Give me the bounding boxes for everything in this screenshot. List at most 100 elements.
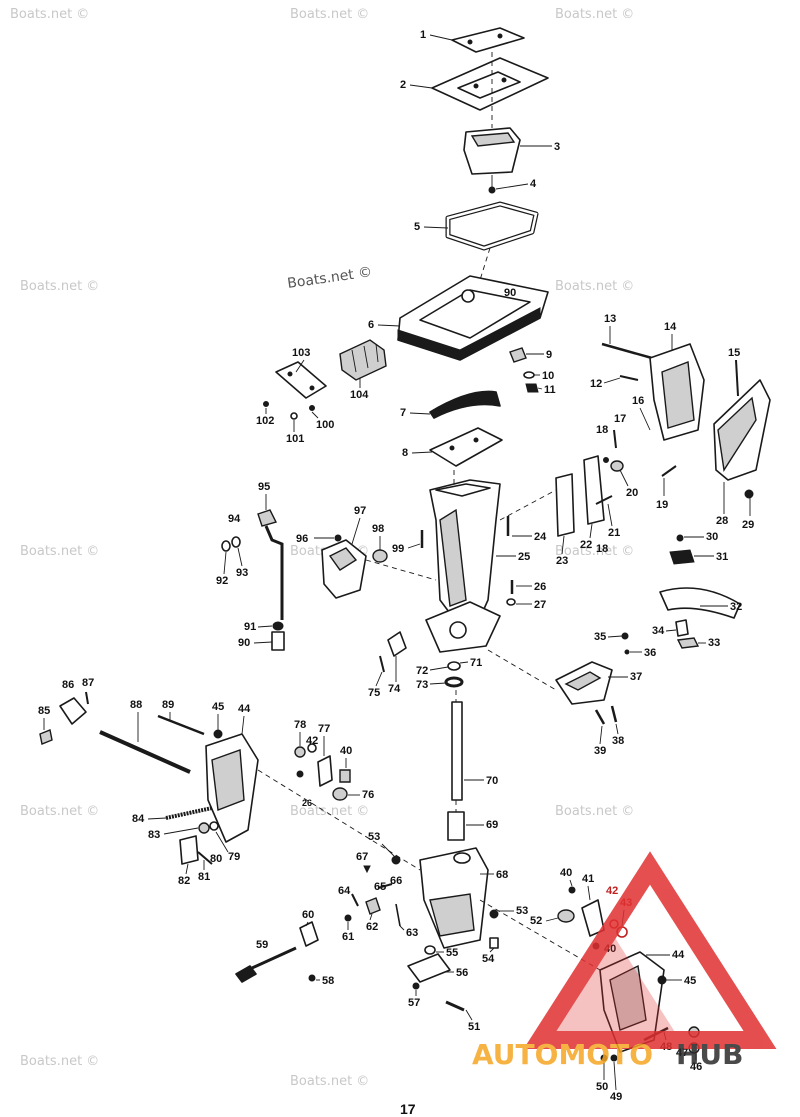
part-rod-end	[271, 621, 285, 651]
svg-text:51: 51	[468, 1021, 480, 1033]
svg-text:29: 29	[742, 519, 754, 531]
watermark: Boats.net ©	[290, 7, 369, 22]
svg-text:27: 27	[534, 599, 546, 611]
callout-45-right: 45	[666, 975, 696, 987]
callout-17: 17	[614, 413, 626, 425]
callout-95: 95	[258, 481, 270, 510]
part-small-bolts	[420, 516, 510, 548]
part-mount-74	[379, 631, 407, 673]
callout-44-right: 44	[646, 949, 685, 961]
svg-text:39: 39	[594, 745, 606, 757]
svg-text:83: 83	[148, 829, 160, 841]
svg-text:50: 50	[596, 1081, 608, 1093]
part-seal-strip	[429, 390, 501, 419]
callout-77: 77	[318, 723, 330, 756]
part-pin-set	[603, 429, 677, 477]
callout-90-lower: 90	[238, 637, 273, 649]
svg-text:1: 1	[420, 29, 426, 41]
callout-63: 63	[399, 925, 418, 939]
callout-70: 70	[464, 775, 498, 787]
svg-text:87: 87	[82, 677, 94, 689]
svg-text:56: 56	[456, 967, 468, 979]
part-lower-clips	[407, 937, 499, 990]
svg-text:25: 25	[518, 551, 530, 563]
callout-76: 76	[348, 789, 374, 801]
callout-51: 51	[465, 1009, 480, 1033]
svg-text:70: 70	[486, 775, 498, 787]
callout-27: 27	[516, 599, 546, 611]
part-side-cover-right	[713, 359, 771, 481]
svg-text:63: 63	[406, 927, 418, 939]
callout-28: 28	[716, 482, 728, 527]
svg-text:30: 30	[706, 531, 718, 543]
callout-8: 8	[402, 447, 433, 459]
svg-text:9: 9	[546, 349, 552, 361]
callout-103: 103	[292, 347, 310, 373]
svg-text:84: 84	[132, 813, 145, 825]
callout-78: 78	[294, 719, 306, 746]
svg-text:44: 44	[238, 703, 251, 715]
callout-81: 81	[198, 860, 210, 883]
callout-18-upper: 18	[596, 424, 608, 436]
svg-text:77: 77	[318, 723, 330, 735]
svg-text:91: 91	[244, 621, 256, 633]
callout-61: 61	[342, 922, 354, 943]
svg-text:4: 4	[530, 178, 537, 190]
callout-12: 12	[590, 377, 621, 390]
svg-text:46: 46	[690, 1061, 702, 1073]
svg-text:16: 16	[632, 395, 644, 407]
svg-text:101: 101	[286, 433, 304, 445]
part-pin-67	[363, 865, 371, 874]
svg-text:7: 7	[400, 407, 406, 419]
svg-text:40: 40	[340, 745, 352, 757]
watermark: Boats.net ©	[20, 279, 99, 294]
part-rubber-mount	[339, 339, 387, 381]
part-stern-bracket-right	[599, 951, 667, 1053]
callout-42-left: 42	[306, 735, 318, 747]
callout-59: 59	[256, 939, 268, 951]
svg-text:88: 88	[130, 699, 142, 711]
callout-94: 94	[228, 513, 241, 525]
callout-93: 93	[236, 547, 248, 579]
svg-text:58: 58	[322, 975, 334, 987]
page-number: 17	[400, 1101, 416, 1117]
part-screw	[488, 175, 496, 194]
callout-56: 56	[446, 967, 468, 979]
callout-52: 52	[530, 915, 559, 927]
watermark: Boats.net ©	[20, 544, 99, 559]
callout-45-left: 45	[212, 701, 224, 730]
svg-text:33: 33	[708, 637, 720, 649]
callout-7: 7	[400, 407, 431, 419]
callout-69: 69	[466, 819, 498, 831]
svg-text:44: 44	[672, 949, 685, 961]
part-spring-set	[165, 806, 219, 865]
callout-30: 30	[684, 531, 718, 543]
part-small-screws	[263, 401, 315, 420]
svg-text:15: 15	[728, 347, 740, 359]
svg-text:64: 64	[338, 885, 351, 897]
svg-text:2: 2	[400, 79, 406, 91]
svg-text:32: 32	[730, 601, 742, 613]
svg-text:67: 67	[356, 851, 368, 863]
svg-text:24: 24	[534, 531, 547, 543]
svg-text:65: 65	[374, 881, 386, 893]
callout-88: 88	[130, 699, 142, 742]
part-top-plate	[451, 27, 525, 53]
callout-5: 5	[414, 221, 449, 233]
svg-text:97: 97	[354, 505, 366, 517]
callout-65: 65	[374, 881, 386, 893]
svg-text:66: 66	[390, 875, 402, 887]
part-nut	[744, 489, 754, 499]
callout-66: 66	[390, 875, 402, 887]
svg-text:52: 52	[530, 915, 542, 927]
svg-text:35: 35	[594, 631, 606, 643]
callout-55: 55	[436, 947, 458, 959]
svg-text:81: 81	[198, 871, 210, 883]
part-gasket	[429, 427, 503, 467]
svg-text:19: 19	[656, 499, 668, 511]
watermark: Boats.net ©	[10, 7, 89, 22]
svg-text:38: 38	[612, 735, 624, 747]
svg-text:11: 11	[544, 384, 556, 396]
part-seal-ring	[445, 201, 539, 251]
